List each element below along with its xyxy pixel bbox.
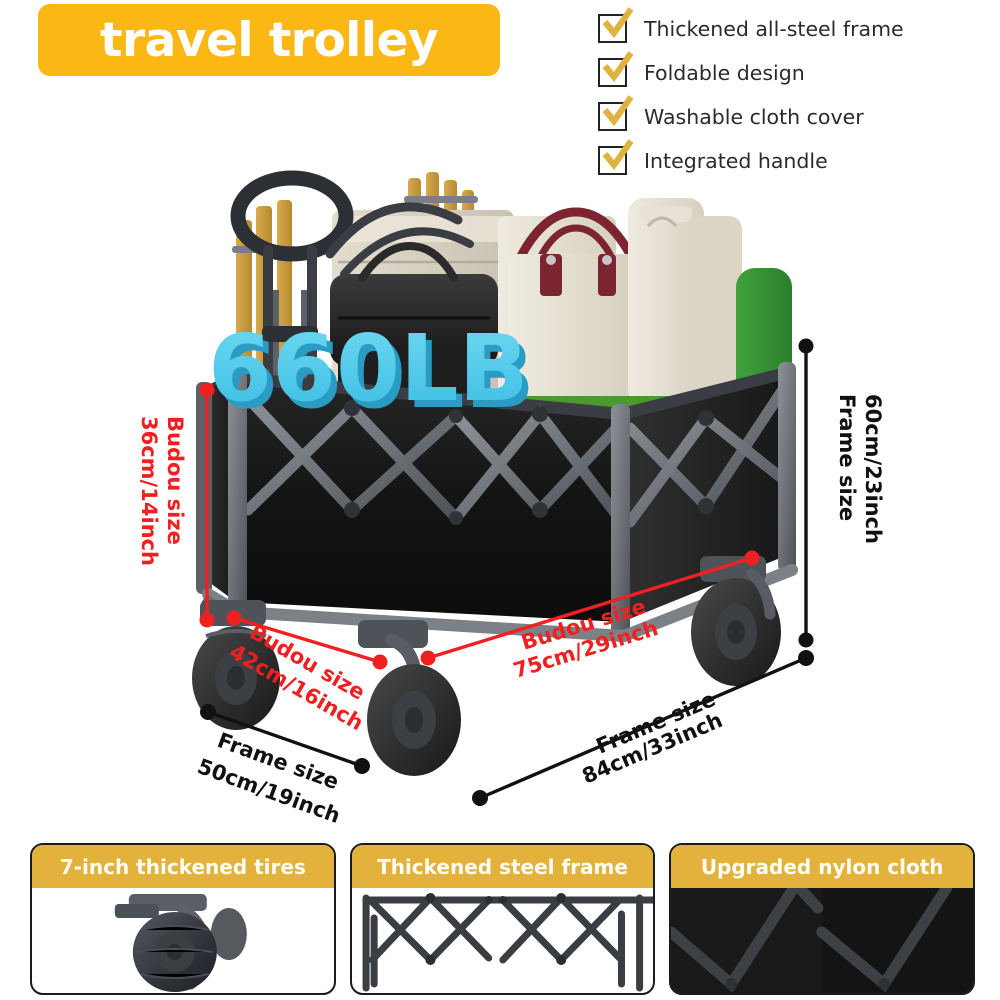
capacity-badge: 660LB 660LB <box>208 315 535 429</box>
checkbox-icon <box>598 7 634 43</box>
dimension-label-value: 36cm/14inch <box>137 416 161 566</box>
panel-header: Upgraded nylon cloth <box>671 845 974 888</box>
checkbox-icon <box>598 95 634 131</box>
feature-label: Integrated handle <box>644 148 828 173</box>
water-jug-second <box>690 216 742 406</box>
feature-panel-frame: Thickened steel frame <box>349 843 656 995</box>
frame-pivots <box>344 400 714 525</box>
water-jug <box>628 198 704 406</box>
product-illustration: 660LB 660LB Budou size 36cm/14inch Budou… <box>137 170 885 828</box>
wheel-rear-right <box>691 556 781 686</box>
dimension-label-title: Budou size <box>163 416 187 545</box>
feature-item-0: Thickened all-steel frame <box>598 7 993 49</box>
nylon-cloth-illustration <box>671 882 974 993</box>
panel-image <box>352 888 654 993</box>
panel-image <box>32 888 334 993</box>
panel-title: Upgraded nylon cloth <box>700 854 944 879</box>
feature-panel-cloth: Upgraded nylon cloth <box>669 843 976 995</box>
panel-header: Thickened steel frame <box>351 845 654 888</box>
tire-illustration <box>114 894 247 992</box>
dimension-label-title: Frame size <box>835 394 859 521</box>
tote-bag <box>508 207 637 404</box>
checkbox-icon <box>598 51 634 87</box>
wheel-front-left <box>358 620 461 776</box>
panel-title: Thickened steel frame <box>377 854 628 879</box>
panel-image <box>671 882 974 993</box>
capacity-badge-label: 660LB <box>208 315 529 422</box>
feature-item-2: Washable cloth cover <box>598 95 993 137</box>
check-icon <box>602 51 634 83</box>
feature-item-1: Foldable design <box>598 51 993 93</box>
feature-label: Foldable design <box>644 60 805 85</box>
feature-panels: 7-inch thickened tires <box>30 843 976 995</box>
feature-label: Thickened all-steel frame <box>644 16 904 41</box>
check-icon <box>602 95 634 127</box>
dimension-bucket-height: Budou size 36cm/14inch <box>137 382 215 628</box>
check-icon <box>602 7 634 39</box>
title-banner: travel trolley <box>38 4 500 76</box>
feature-panel-tires: 7-inch thickened tires <box>30 843 336 995</box>
steel-frame-illustration <box>362 892 654 992</box>
capacity-badge-extrude: 660LB <box>214 322 535 429</box>
page-title: travel trolley <box>99 12 439 68</box>
feature-label: Washable cloth cover <box>644 104 864 129</box>
cart-wheels <box>192 556 781 776</box>
dimension-frame-height: Frame size 60cm/23inch <box>798 338 885 648</box>
panel-header: 7-inch thickened tires <box>32 845 334 888</box>
dimension-label-value: 60cm/23inch <box>861 394 885 544</box>
panel-title: 7-inch thickened tires <box>59 854 306 879</box>
